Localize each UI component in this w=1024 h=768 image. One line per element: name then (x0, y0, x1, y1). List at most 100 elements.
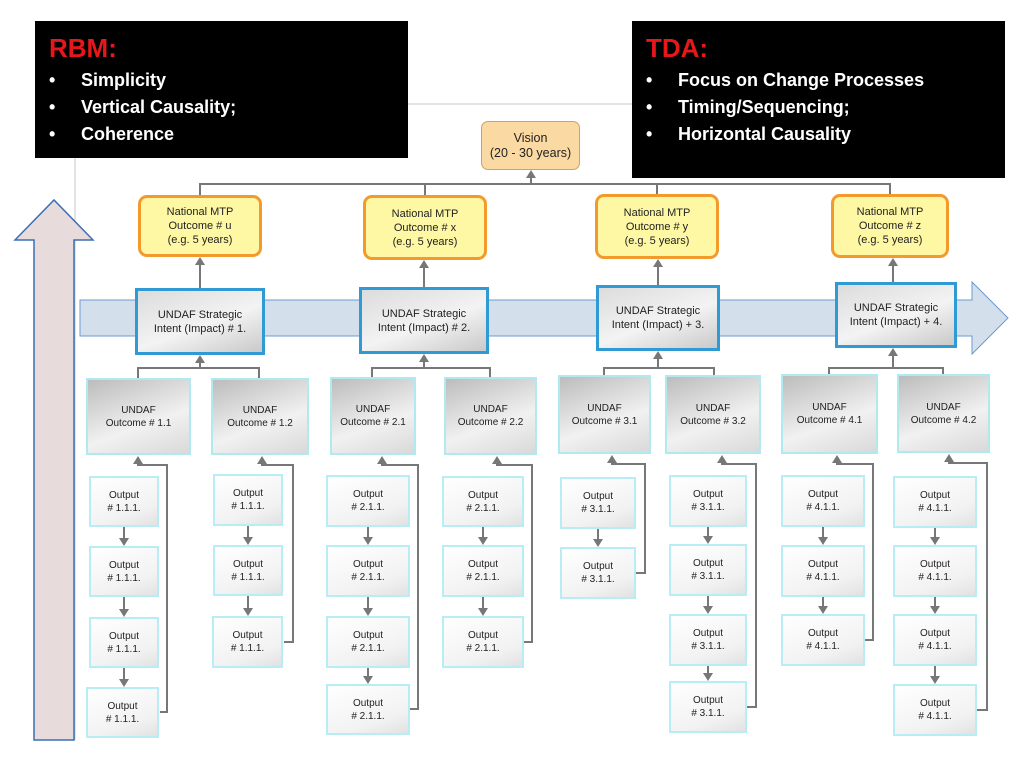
output-label: Output # 3.1.1. (691, 558, 725, 582)
output-box: Output # 1.1.1. (213, 545, 283, 596)
output-box: Output # 1.1.1. (212, 616, 283, 668)
outcome-pair-bus (828, 367, 944, 378)
tda-item-change-processes: Focus on Change Processes (646, 67, 991, 94)
mtp-label: National MTP Outcome # u (e.g. 5 years) (166, 206, 234, 246)
mtp-label: National MTP Outcome # y (e.g. 5 years) (623, 206, 691, 247)
rbm-title: RBM: (49, 33, 117, 63)
output-label: Output # 4.1.1. (806, 489, 840, 513)
mtp-label: National MTP Outcome # x (e.g. 5 years) (391, 207, 459, 248)
output-box: Output # 1.1.1. (89, 617, 159, 668)
impact-label: UNDAF Strategic Intent (Impact) # 2. (377, 307, 471, 334)
rbm-item-coherence: Coherence (49, 121, 394, 148)
arrowhead-up (944, 454, 954, 462)
arrowhead-up (195, 257, 205, 265)
output-feedback-line (137, 463, 168, 713)
arrowhead-up (377, 456, 387, 464)
output-label: Output # 2.1.1. (466, 489, 500, 514)
arrowhead-up (888, 258, 898, 266)
arrowhead-up (195, 355, 205, 363)
output-label: Output # 2.1.1. (351, 559, 385, 583)
outcome-pair-bus (137, 367, 260, 378)
output-box: Output # 1.1.1. (89, 546, 159, 597)
arrowhead-down (703, 606, 713, 614)
output-box: Output # 4.1.1. (781, 545, 865, 597)
output-box: Output # 1.1.1. (86, 687, 159, 738)
arrowhead-down (478, 608, 488, 616)
output-feedback-line (261, 463, 294, 643)
outcome-pair-bus (371, 367, 491, 378)
output-label: Output # 1.1.1. (107, 489, 141, 514)
impact-box-2: UNDAF Strategic Intent (Impact) # 2. (359, 287, 489, 354)
output-label: Output # 3.1.1. (691, 628, 725, 652)
output-label: Output # 2.1.1. (466, 559, 500, 583)
mtp-box-u: National MTP Outcome # u (e.g. 5 years) (138, 195, 262, 257)
output-feedback-line (381, 463, 419, 710)
output-label: Output # 1.1.1. (107, 630, 141, 655)
output-label: Output # 2.1.1. (466, 630, 500, 654)
arrowhead-up (492, 456, 502, 464)
arrowhead-up (888, 348, 898, 356)
arrowhead-down (930, 537, 940, 545)
outcome-box-3-2: UNDAF Outcome # 3.2 (665, 375, 761, 454)
output-label: Output # 2.1.1. (351, 697, 385, 722)
arrowhead-down (243, 608, 253, 616)
output-feedback-line (836, 462, 874, 641)
outcome-box-4-2: UNDAF Outcome # 4.2 (897, 374, 990, 453)
output-box: Output # 2.1.1. (326, 475, 410, 527)
output-box: Output # 2.1.1. (326, 545, 410, 597)
arrowhead-down (119, 679, 129, 687)
arrowhead-up (832, 455, 842, 463)
output-label: Output # 4.1.1. (806, 559, 840, 583)
arrowhead-down (363, 676, 373, 684)
output-label: Output # 3.1.1. (691, 695, 725, 719)
arrowhead-up (133, 456, 143, 464)
output-label: Output # 4.1.1. (918, 490, 952, 514)
arrowhead-down (703, 673, 713, 681)
arrowhead-down (243, 537, 253, 545)
output-feedback-line (721, 462, 757, 708)
output-label: Output # 1.1.1. (107, 559, 141, 584)
impact-label: UNDAF Strategic Intent (Impact) + 3. (611, 305, 705, 331)
arrowhead-down (703, 536, 713, 544)
impact-box-4: UNDAF Strategic Intent (Impact) + 4. (835, 282, 957, 348)
impact-box-1: UNDAF Strategic Intent (Impact) # 1. (135, 288, 265, 355)
arrowhead-down (478, 537, 488, 545)
output-box: Output # 2.1.1. (442, 616, 524, 668)
output-label: Output # 2.1.1. (351, 489, 385, 513)
rbm-item-simplicity: Simplicity (49, 67, 394, 94)
output-box: Output # 1.1.1. (89, 476, 159, 527)
vision-box: Vision (20 - 30 years) (481, 121, 580, 170)
impact-label: UNDAF Strategic Intent (Impact) + 4. (849, 302, 943, 328)
arrowhead-down (930, 676, 940, 684)
output-box: Output # 3.1.1. (560, 477, 636, 529)
output-label: Output # 3.1.1. (581, 491, 615, 515)
output-box: Output # 4.1.1. (893, 614, 977, 666)
output-box: Output # 3.1.1. (560, 547, 636, 599)
arrowhead-up (653, 351, 663, 359)
arrowhead-down (119, 609, 129, 617)
mtp-to-vision-bus (199, 183, 891, 195)
output-label: Output # 3.1.1. (581, 561, 615, 585)
output-label: Output # 1.1.1. (230, 630, 265, 654)
output-box: Output # 2.1.1. (442, 545, 524, 597)
output-box: Output # 2.1.1. (326, 684, 410, 735)
output-box: Output # 3.1.1. (669, 544, 747, 596)
mtp-box-z: National MTP Outcome # z (e.g. 5 years) (831, 194, 949, 258)
outcome-label: UNDAF Outcome # 4.1 (796, 402, 863, 426)
outcome-label: UNDAF Outcome # 3.1 (571, 402, 638, 427)
tda-title: TDA: (646, 33, 709, 63)
output-box: Output # 4.1.1. (781, 614, 865, 666)
output-label: Output # 4.1.1. (918, 628, 952, 652)
impact-label: UNDAF Strategic Intent (Impact) # 1. (153, 308, 247, 335)
arrowhead-up (257, 456, 267, 464)
rbm-item-vertical-causality: Vertical Causality; (49, 94, 394, 121)
outcome-label: UNDAF Outcome # 1.2 (227, 404, 293, 429)
output-feedback-line (611, 462, 646, 574)
output-box: Output # 2.1.1. (442, 476, 524, 527)
output-label: Output # 1.1.1. (231, 558, 265, 583)
outcome-label: UNDAF Outcome # 4.2 (910, 401, 977, 426)
output-label: Output # 1.1.1. (231, 488, 265, 512)
vision-label: Vision (20 - 30 years) (489, 130, 572, 160)
arrowhead-down (363, 537, 373, 545)
output-label: Output # 4.1.1. (918, 698, 952, 722)
